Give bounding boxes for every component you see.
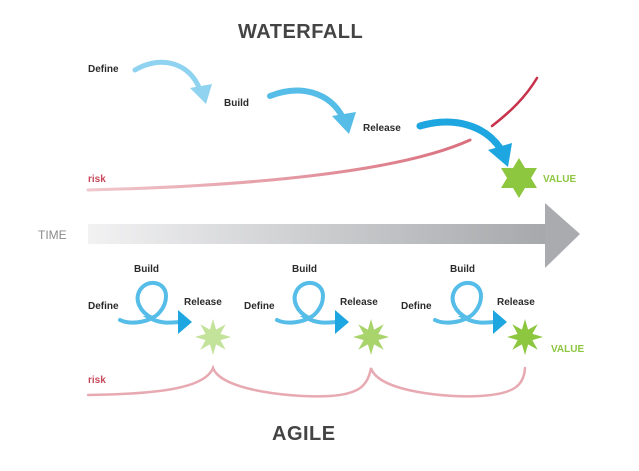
agile-1-define: Define <box>88 301 119 312</box>
agile-2-release: Release <box>340 297 378 308</box>
agile-1-build: Build <box>134 264 159 275</box>
waterfall-value-star <box>501 158 537 198</box>
waterfall-value-label: VALUE <box>543 174 577 185</box>
waterfall-risk-curve <box>86 138 472 192</box>
agile-title: AGILE <box>272 423 336 445</box>
agile-risk-curve <box>86 364 527 398</box>
agile-2-build: Build <box>292 264 317 275</box>
time-arrow <box>88 203 580 268</box>
agile-value-label: VALUE <box>551 344 585 355</box>
waterfall-risk-curve-steep <box>490 76 539 128</box>
waterfall-arrow-release-value <box>416 118 512 167</box>
agile-2-define: Define <box>244 301 275 312</box>
agile-3-release: Release <box>497 297 535 308</box>
waterfall-arrow-define-build <box>132 59 212 104</box>
waterfall-title: WATERFALL <box>238 21 364 43</box>
waterfall-arrow-build-release <box>267 87 356 134</box>
waterfall-step-define: Define <box>88 64 119 75</box>
agile-value-star <box>353 319 389 355</box>
agile-value-star <box>195 319 231 355</box>
agile-iteration-loop-arrow <box>275 280 349 334</box>
agile-value-star <box>507 319 543 355</box>
agile-3-define: Define <box>401 301 432 312</box>
time-label: TIME <box>38 228 67 242</box>
waterfall-step-release: Release <box>363 123 401 134</box>
waterfall-step-build: Build <box>224 98 249 109</box>
waterfall-risk-label: risk <box>88 174 106 185</box>
agile-1-release: Release <box>184 297 222 308</box>
agile-iteration-loop-arrow <box>118 280 192 334</box>
agile-risk-label: risk <box>88 375 106 386</box>
agile-iteration-loop-arrow <box>433 280 507 334</box>
agile-3-build: Build <box>450 264 475 275</box>
